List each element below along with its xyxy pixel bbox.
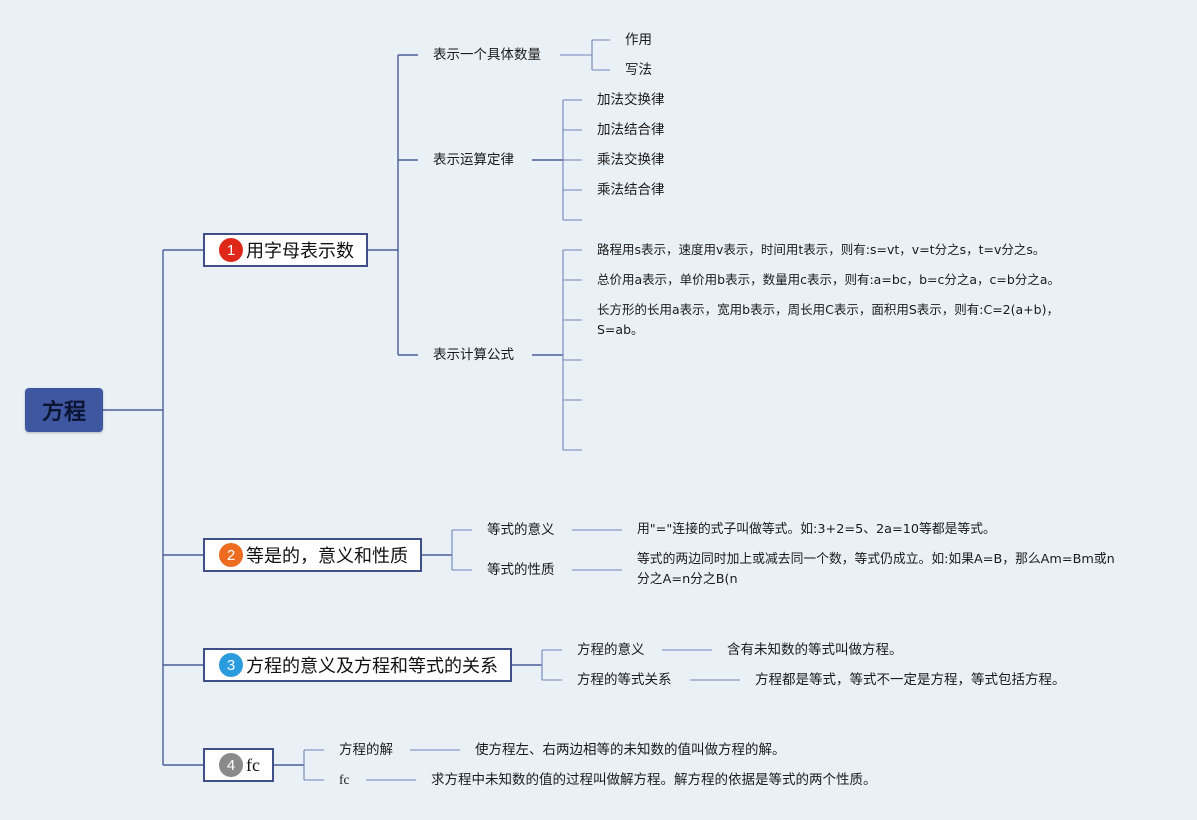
number-badge-2: 2: [219, 543, 243, 567]
subtopic-1-3[interactable]: 表示计算公式: [433, 347, 514, 363]
topic-2-label: 等是的，意义和性质: [246, 546, 408, 567]
number-badge-3: 3: [219, 653, 243, 677]
leaf-1-3-1[interactable]: 路程用s表示，速度用v表示，时间用t表示，则有:s=vt，v=t分之s，t=v分…: [597, 242, 1046, 257]
subtopic-1-1[interactable]: 表示一个具体数量: [433, 47, 541, 63]
leaf-2-2-1[interactable]: 等式的两边同时加上或减去同一个数，等式仍成立。如:如果A=B，那么Am=Bm或n…: [637, 552, 1115, 587]
topic-3[interactable]: 3 方程的意义及方程和等式的关系: [203, 648, 512, 682]
leaf-1-1-2[interactable]: 写法: [625, 62, 652, 78]
subtopic-4-1[interactable]: 方程的解: [339, 742, 393, 758]
leaf-1-2-4[interactable]: 乘法结合律: [597, 182, 665, 198]
leaf-1-2-3[interactable]: 乘法交换律: [597, 152, 665, 168]
topic-4-label: fc: [246, 754, 260, 775]
subtopic-3-2[interactable]: 方程的等式关系: [577, 672, 672, 688]
leaf-1-2-2[interactable]: 加法结合律: [597, 122, 665, 138]
leaf-3-1-1[interactable]: 含有未知数的等式叫做方程。: [727, 642, 903, 658]
topic-1[interactable]: 1 用字母表示数: [203, 233, 368, 267]
root-topic[interactable]: 方程: [25, 388, 103, 432]
topic-2[interactable]: 2 等是的，意义和性质: [203, 538, 422, 572]
leaf-2-1-1[interactable]: 用"="连接的式子叫做等式。如:3+2=5、2a=10等都是等式。: [637, 522, 996, 537]
number-badge-1: 1: [219, 238, 243, 262]
subtopic-3-1[interactable]: 方程的意义: [577, 642, 645, 658]
leaf-1-3-2[interactable]: 总价用a表示，单价用b表示，数量用c表示，则有:a=bc，b=c分之a，c=b分…: [597, 272, 1061, 287]
subtopic-1-2[interactable]: 表示运算定律: [433, 152, 514, 168]
leaf-1-1-1[interactable]: 作用: [625, 32, 652, 48]
leaf-1-2-1[interactable]: 加法交换律: [597, 92, 665, 108]
topic-1-label: 用字母表示数: [246, 241, 354, 262]
subtopic-4-2[interactable]: fc: [339, 772, 350, 787]
subtopic-2-2[interactable]: 等式的性质: [487, 562, 555, 578]
leaf-1-3-3[interactable]: 长方形的长用a表示，宽用b表示，周长用C表示，面积用S表示，则有:C=2(a+b…: [597, 302, 1059, 337]
subtopic-2-1[interactable]: 等式的意义: [487, 522, 555, 538]
leaf-3-2-1[interactable]: 方程都是等式，等式不一定是方程，等式包括方程。: [755, 672, 1066, 688]
topic-3-label: 方程的意义及方程和等式的关系: [246, 656, 498, 677]
leaf-4-1-1[interactable]: 使方程左、右两边相等的未知数的值叫做方程的解。: [475, 742, 786, 758]
topic-4[interactable]: 4 fc: [203, 748, 274, 782]
number-badge-4: 4: [219, 753, 243, 777]
leaf-4-2-1[interactable]: 求方程中未知数的值的过程叫做解方程。解方程的依据是等式的两个性质。: [431, 772, 877, 788]
